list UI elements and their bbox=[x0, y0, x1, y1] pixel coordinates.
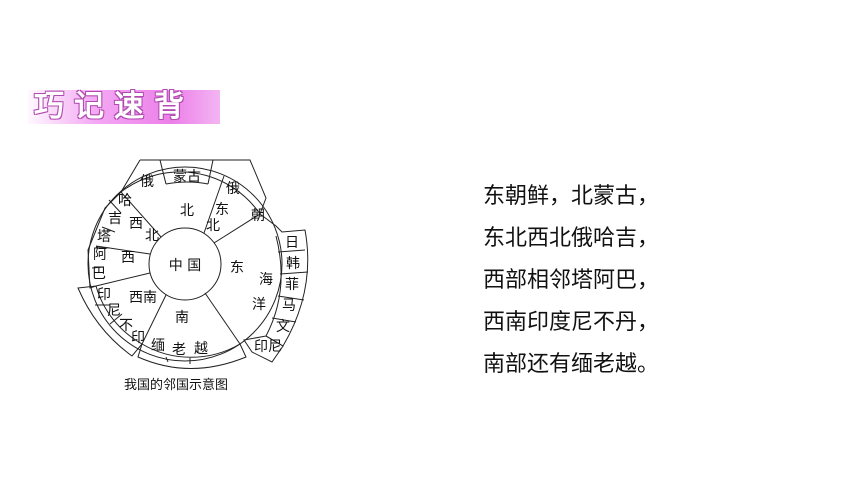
neighbor-laos: 老 bbox=[172, 342, 186, 358]
neighbor-nepal: 尼 bbox=[107, 303, 121, 319]
poem-line-5: 南部还有缅老越。 bbox=[483, 352, 660, 377]
ocean-2: 洋 bbox=[252, 297, 266, 313]
outer-ring-north bbox=[120, 159, 267, 215]
sector-east: 东 bbox=[230, 260, 244, 276]
outer-ring-east bbox=[243, 213, 309, 363]
title-badge-background bbox=[28, 90, 220, 124]
outer-ring-west bbox=[87, 191, 122, 289]
poem-line-3: 西部相邻塔阿巴， bbox=[483, 268, 660, 293]
badge-char-4: 背 bbox=[154, 89, 184, 124]
diagram-labels: 中 国 北 东 北 东 南 西南 西 西 北 蒙古 俄 俄 朝 哈 吉 塔 阿 … bbox=[92, 169, 300, 358]
sector-south: 南 bbox=[175, 310, 189, 326]
neighbor-india-2: 印 bbox=[131, 330, 145, 346]
neighbor-south-korea: 韩 bbox=[286, 256, 300, 272]
sector-north: 北 bbox=[180, 203, 194, 219]
mnemonic-poem: 东朝鲜，北蒙古， 东北西北俄哈吉， 西部相邻塔阿巴， 西南印度尼不丹， 南部还有… bbox=[483, 176, 659, 386]
title-badge: 巧 记 速 背 bbox=[34, 88, 184, 126]
center-circle bbox=[148, 227, 222, 301]
sector-southwest: 西南 bbox=[129, 290, 157, 306]
badge-char-1: 巧 bbox=[34, 89, 64, 124]
neighbor-korea: 朝 bbox=[251, 208, 265, 224]
neighbor-vietnam: 越 bbox=[194, 341, 208, 357]
neighbor-mongolia: 蒙古 bbox=[173, 169, 201, 185]
outer-ring-south bbox=[137, 343, 247, 369]
ocean-1: 海 bbox=[259, 272, 273, 288]
neighbor-tajikistan: 塔 bbox=[97, 229, 111, 245]
neighbor-indonesia: 印尼 bbox=[254, 339, 282, 355]
neighbor-pakistan: 巴 bbox=[92, 266, 106, 282]
neighbor-kyrgyzstan: 吉 bbox=[108, 211, 122, 227]
sector-northwest-2: 北 bbox=[145, 228, 159, 244]
neighbor-russia-right: 俄 bbox=[226, 181, 240, 197]
neighbor-kazakhstan: 哈 bbox=[118, 193, 132, 209]
neighbor-russia-left: 俄 bbox=[140, 174, 154, 190]
poem-line-2: 东北西北俄哈吉， bbox=[483, 226, 660, 251]
neighbor-malaysia: 马 bbox=[282, 298, 296, 314]
poem-line-1: 东朝鲜，北蒙古， bbox=[483, 184, 660, 209]
sector-northeast-2: 北 bbox=[206, 218, 220, 234]
sector-northeast-1: 东 bbox=[215, 202, 229, 218]
neighbor-japan: 日 bbox=[285, 235, 299, 251]
center-label: 中 国 bbox=[169, 258, 201, 274]
neighbor-bhutan: 不 bbox=[119, 318, 133, 334]
neighbor-afghanistan: 阿 bbox=[93, 247, 107, 263]
badge-char-3: 速 bbox=[114, 89, 144, 124]
inner-ring bbox=[87, 166, 283, 362]
sector-west: 西 bbox=[121, 250, 135, 266]
poem-line-4: 西南印度尼不丹， bbox=[483, 310, 660, 335]
diagram-caption: 我国的邻国示意图 bbox=[124, 378, 229, 393]
neighbor-philippines: 菲 bbox=[285, 277, 299, 293]
neighbor-myanmar: 缅 bbox=[151, 338, 165, 354]
badge-char-2: 记 bbox=[74, 89, 104, 124]
neighbor-brunei: 文 bbox=[276, 319, 290, 335]
sector-northwest-1: 西 bbox=[129, 216, 143, 232]
neighbor-india: 印 bbox=[97, 287, 111, 303]
